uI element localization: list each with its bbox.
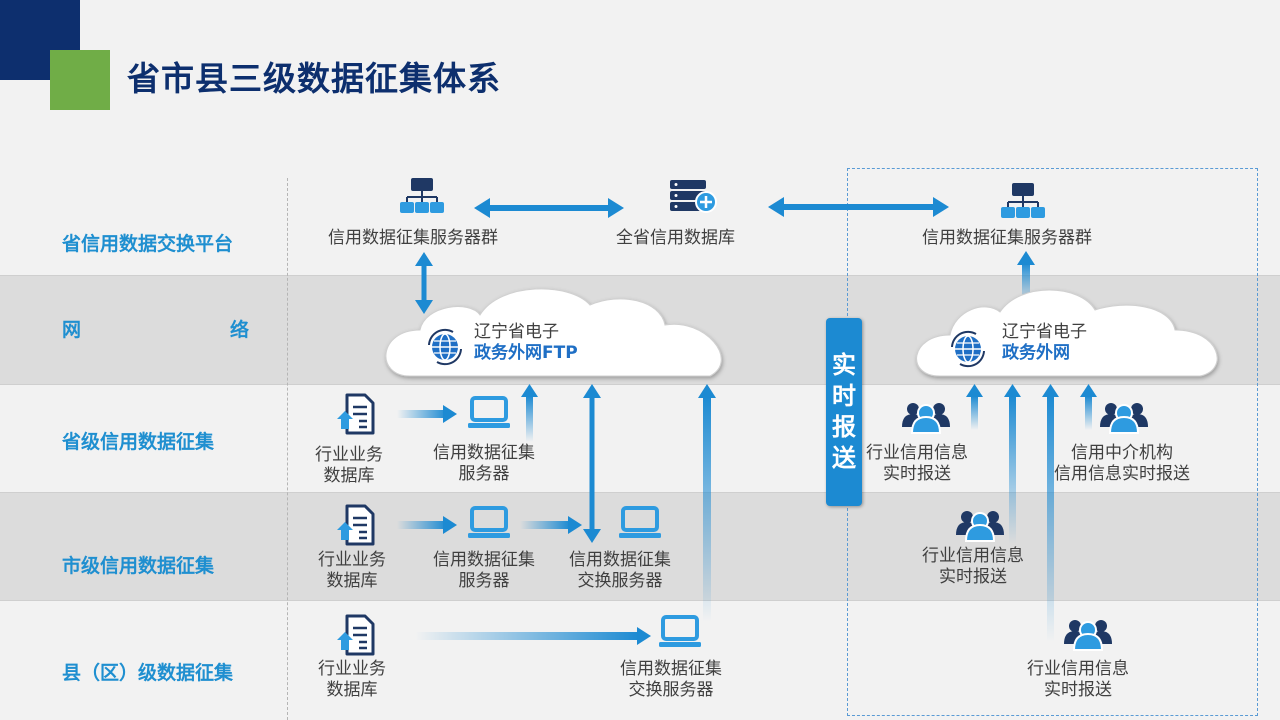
double-arrow — [474, 198, 624, 218]
page-title: 省市县三级数据征集体系 — [127, 59, 501, 98]
realtime-char: 时 — [832, 382, 856, 410]
exchange-monitor-icon — [657, 615, 703, 649]
exchange-label-line: 交换服务器 — [628, 680, 714, 700]
document-icon — [335, 504, 375, 546]
industry-realtime-label: 行业信用信息 实时报送 — [866, 443, 968, 485]
divider-line — [0, 384, 1280, 385]
db-label: 行业业务 数据库 — [318, 659, 386, 701]
db-label-line: 行业业务 — [318, 550, 386, 570]
db-label-line: 数据库 — [326, 571, 378, 591]
people-icon — [1063, 619, 1113, 651]
server-label: 信用数据征集 服务器 — [433, 443, 535, 485]
cloud-line: 辽宁省电子 — [1002, 322, 1087, 342]
double-arrow — [768, 197, 949, 217]
up-arrow — [521, 384, 538, 442]
server-label-line: 服务器 — [458, 464, 510, 484]
industry-realtime-label: 行业信用信息 实时报送 — [1027, 659, 1129, 701]
realtime-char: 送 — [832, 444, 856, 472]
label-line: 实时报送 — [883, 464, 951, 484]
exchange-server-label: 信用数据征集 交换服务器 — [620, 659, 722, 701]
row-label-exchange: 省信用数据交换平台 — [62, 233, 234, 255]
label-line: 行业信用信息 — [922, 546, 1024, 566]
cloud-right — [916, 289, 1218, 377]
row-label-province: 省级信用数据征集 — [62, 431, 215, 453]
people-icon — [901, 402, 951, 434]
double-arrow — [415, 252, 433, 314]
exchange-label-line: 交换服务器 — [577, 571, 663, 591]
realtime-char: 报 — [832, 413, 856, 441]
realtime-report-box: 实 时 报 送 — [826, 318, 862, 506]
cloud-label-right: 辽宁省电子 政务外网 — [1002, 322, 1087, 364]
exchange-monitor-icon — [617, 506, 663, 540]
corner-green-square — [50, 50, 110, 110]
up-arrow — [966, 384, 983, 430]
row-label-network-left: 网 — [62, 319, 82, 341]
db-label: 行业业务 数据库 — [315, 445, 383, 487]
server-monitor-icon — [466, 506, 512, 540]
exchange-label-line: 信用数据征集 — [620, 659, 722, 679]
server-monitor-icon — [466, 396, 512, 430]
band-county — [0, 600, 1280, 720]
server-label-line: 信用数据征集 — [433, 443, 535, 463]
divider-line — [0, 492, 1280, 493]
db-label-line: 行业业务 — [318, 659, 386, 679]
cloud-line: 辽宁省电子 — [474, 322, 559, 342]
divider-line — [0, 600, 1280, 601]
db-label-line: 数据库 — [323, 466, 375, 486]
server-label-line: 信用数据征集 — [433, 550, 535, 570]
up-arrow — [1080, 384, 1097, 430]
right-arrow — [415, 627, 651, 645]
cloud-left — [385, 288, 722, 377]
right-arrow — [520, 516, 582, 534]
server-group-icon — [399, 177, 445, 214]
db-label: 行业业务 数据库 — [318, 550, 386, 592]
label-line: 实时报送 — [939, 567, 1007, 587]
server-group-icon — [1000, 182, 1046, 219]
document-icon — [335, 393, 375, 435]
band-province — [0, 384, 1280, 492]
realtime-char: 实 — [832, 351, 856, 379]
right-arrow — [397, 405, 457, 423]
up-arrow — [1042, 384, 1059, 642]
up-arrow — [1017, 251, 1035, 303]
server-group-label: 信用数据征集服务器群 — [328, 228, 498, 248]
server-label: 信用数据征集 服务器 — [433, 550, 535, 592]
divider-line — [0, 275, 1280, 276]
label-line: 行业信用信息 — [866, 443, 968, 463]
cloud-label-left: 辽宁省电子 政务外网FTP — [474, 322, 578, 364]
exchange-server-label: 信用数据征集 交换服务器 — [569, 550, 671, 592]
label-line: 实时报送 — [1044, 680, 1112, 700]
agency-realtime-label: 信用中介机构 信用信息实时报送 — [1054, 443, 1190, 485]
document-icon — [335, 614, 375, 656]
server-label-line: 服务器 — [458, 571, 510, 591]
server-group-label: 信用数据征集服务器群 — [922, 228, 1092, 248]
row-label-county: 县（区）级数据征集 — [62, 662, 234, 684]
up-arrow — [1004, 384, 1021, 544]
row-label-city: 市级信用数据征集 — [62, 555, 215, 577]
up-arrow — [698, 384, 716, 622]
right-arrow — [397, 516, 457, 534]
people-icon — [955, 510, 1005, 542]
double-arrow — [583, 384, 601, 543]
row-label-network-right: 络 — [230, 319, 250, 341]
label-line: 信用中介机构 — [1071, 443, 1173, 463]
label-line: 信用信息实时报送 — [1054, 464, 1190, 484]
label-line: 行业信用信息 — [1027, 659, 1129, 679]
cloud-line-bold: 政务外网FTP — [474, 343, 578, 363]
exchange-label-line: 信用数据征集 — [569, 550, 671, 570]
column-separator — [287, 178, 288, 720]
database-icon — [670, 180, 717, 213]
people-icon — [1099, 402, 1149, 434]
industry-realtime-label: 行业信用信息 实时报送 — [922, 546, 1024, 588]
cloud-line-bold: 政务外网 — [1002, 343, 1070, 363]
database-label: 全省信用数据库 — [616, 228, 735, 248]
db-label-line: 数据库 — [326, 680, 378, 700]
db-label-line: 行业业务 — [315, 445, 383, 465]
